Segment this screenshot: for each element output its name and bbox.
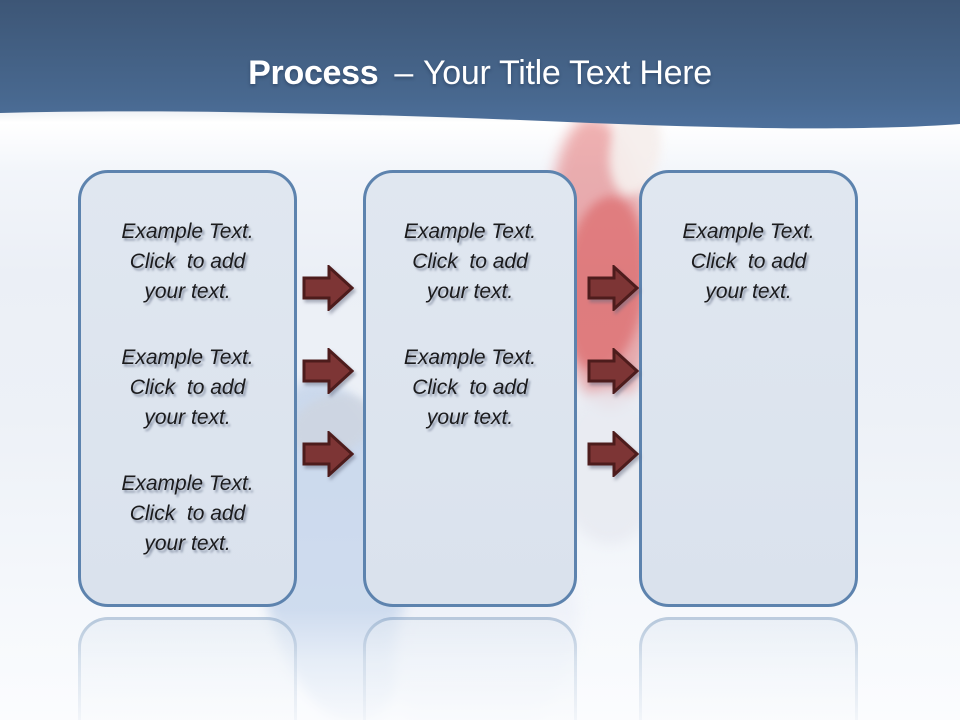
- process-box-1[interactable]: Example Text. Click to add your text. Ex…: [78, 170, 297, 607]
- arrow-right-icon: [302, 265, 354, 311]
- text-line: Click to add: [129, 376, 246, 399]
- text-line: Click to add: [412, 376, 528, 399]
- arrow-right-icon: [302, 348, 354, 394]
- arrow-right-icon: [587, 431, 639, 477]
- title-text: Your Title Text Here: [423, 54, 712, 92]
- text-placeholder[interactable]: Example Text. Click to add your text.: [81, 469, 294, 559]
- process-box-3[interactable]: Example Text. Click to add your text.: [639, 170, 858, 607]
- text-line: Example Text.: [121, 472, 254, 495]
- slide-title[interactable]: Process–Your Title Text Here: [0, 54, 960, 93]
- reflection-fade: [0, 610, 960, 720]
- text-line: Example Text.: [403, 220, 537, 243]
- title-keyword: Process: [248, 54, 379, 92]
- text-line: your text.: [705, 280, 792, 303]
- text-line: Example Text.: [682, 220, 815, 243]
- text-placeholder[interactable]: Example Text. Click to add your text.: [366, 217, 574, 307]
- text-line: your text.: [426, 406, 514, 429]
- text-line: Click to add: [129, 250, 246, 273]
- text-line: Click to add: [129, 502, 246, 525]
- header-band: [0, 0, 960, 129]
- text-placeholder[interactable]: Example Text. Click to add your text.: [81, 217, 294, 307]
- text-line: Example Text.: [121, 220, 254, 243]
- text-line: your text.: [144, 532, 231, 555]
- text-line: your text.: [144, 406, 231, 429]
- title-separator: –: [394, 54, 413, 92]
- text-line: your text.: [144, 280, 231, 303]
- arrow-right-icon: [587, 265, 639, 311]
- text-line: Example Text.: [121, 346, 254, 369]
- text-line: Example Text.: [403, 346, 537, 369]
- process-box-2[interactable]: Example Text. Click to add your text. Ex…: [363, 170, 577, 607]
- text-line: Click to add: [690, 250, 807, 273]
- text-placeholder[interactable]: Example Text. Click to add your text.: [642, 217, 855, 307]
- text-line: your text.: [426, 280, 514, 303]
- text-placeholder[interactable]: Example Text. Click to add your text.: [81, 343, 294, 433]
- text-line: Click to add: [412, 250, 528, 273]
- arrow-right-icon: [587, 348, 639, 394]
- arrow-right-icon: [302, 431, 354, 477]
- text-placeholder[interactable]: Example Text. Click to add your text.: [366, 343, 574, 433]
